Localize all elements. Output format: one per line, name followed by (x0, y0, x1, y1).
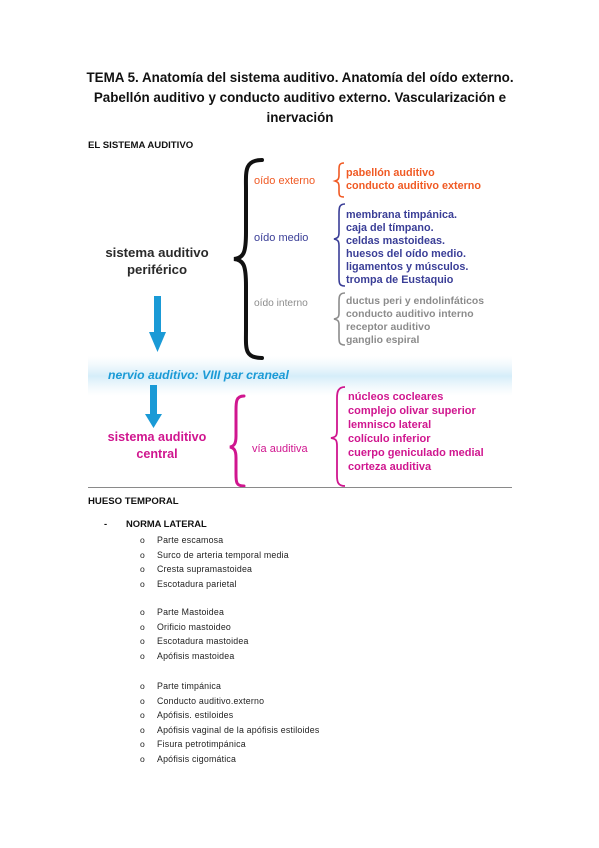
oido-medio-brace (333, 203, 346, 287)
central-label-line1: sistema auditivo (108, 430, 207, 444)
circle-bullet: o (140, 695, 145, 706)
down-arrow-2-shaft (150, 385, 157, 417)
oido-medio-item: membrana timpánica. (346, 209, 457, 221)
circle-bullet: o (140, 564, 145, 575)
section-heading-hueso-temporal: HUESO TEMPORAL (88, 496, 179, 507)
dash-bullet: - (104, 518, 108, 529)
page-title: TEMA 5. Anatomía del sistema auditivo. A… (86, 70, 514, 125)
circle-bullet: o (140, 549, 145, 560)
nerve-band (88, 356, 512, 396)
via-auditiva-item: cuerpo geniculado medial (348, 447, 484, 459)
via-auditiva-brace (330, 386, 346, 487)
oido-externo-item: conducto auditivo externo (346, 180, 481, 192)
down-arrow-1-shaft (154, 296, 161, 334)
circle-bullet: o (140, 607, 145, 617)
norma-lateral-heading: - NORMA LATERAL (104, 518, 207, 529)
oido-medio-item: huesos del oído medio. (346, 248, 466, 260)
via-auditiva-item: corteza auditiva (348, 461, 432, 473)
down-arrow-1-head (149, 332, 166, 352)
norma-lateral-label: NORMA LATERAL (126, 518, 207, 529)
periferico-brace (233, 158, 264, 360)
via-auditiva-item: núcleos cocleares (348, 391, 443, 403)
periferico-label-line1: sistema auditivo (105, 245, 208, 260)
oido-externo-item: pabellón auditivo (346, 167, 435, 179)
oido-externo-label: oído externo (254, 175, 315, 187)
circle-bullet: o (140, 535, 145, 545)
down-arrow-2-head (145, 414, 162, 428)
oido-interno-label: oído interno (254, 298, 308, 309)
section-divider (88, 487, 512, 488)
oido-medio-item: celdas mastoideas. (346, 235, 445, 247)
oido-interno-item: ganglio espiral (346, 335, 419, 346)
circle-bullet: o (140, 636, 145, 647)
circle-bullet: o (140, 578, 145, 589)
oido-interno-item: conducto auditivo interno (346, 309, 474, 320)
oido-externo-brace (332, 162, 345, 198)
circle-bullet: o (140, 739, 145, 750)
oido-medio-label: oído medio (254, 232, 308, 244)
section-heading-sistema-auditivo: EL SISTEMA AUDITIVO (88, 140, 194, 151)
nervio-auditivo-label: nervio auditivo: VIII par craneal (108, 368, 289, 382)
via-auditiva-item: complejo olivar superior (348, 405, 476, 417)
oido-medio-item: ligamentos y músculos. (346, 261, 468, 273)
periferico-label-line2: periférico (127, 262, 187, 277)
central-brace (229, 394, 246, 488)
oido-interno-item: receptor auditivo (346, 322, 430, 333)
oido-medio-item: caja del tímpano. (346, 222, 434, 234)
central-label-line2: central (136, 447, 177, 461)
via-auditiva-label: vía auditiva (252, 443, 309, 455)
via-auditiva-item: lemnisco lateral (348, 419, 431, 431)
oido-interno-brace (333, 292, 346, 346)
circle-bullet: o (140, 650, 145, 661)
oido-medio-item: trompa de Eustaquio (346, 274, 454, 286)
circle-bullet: o (140, 621, 145, 632)
oido-interno-item: ductus peri y endolinfáticos (346, 296, 484, 307)
circle-bullet: o (140, 681, 145, 691)
circle-bullet: o (140, 753, 145, 764)
via-auditiva-item: colículo inferior (348, 433, 431, 445)
circle-bullet: o (140, 710, 145, 721)
circle-bullet: o (140, 724, 145, 735)
